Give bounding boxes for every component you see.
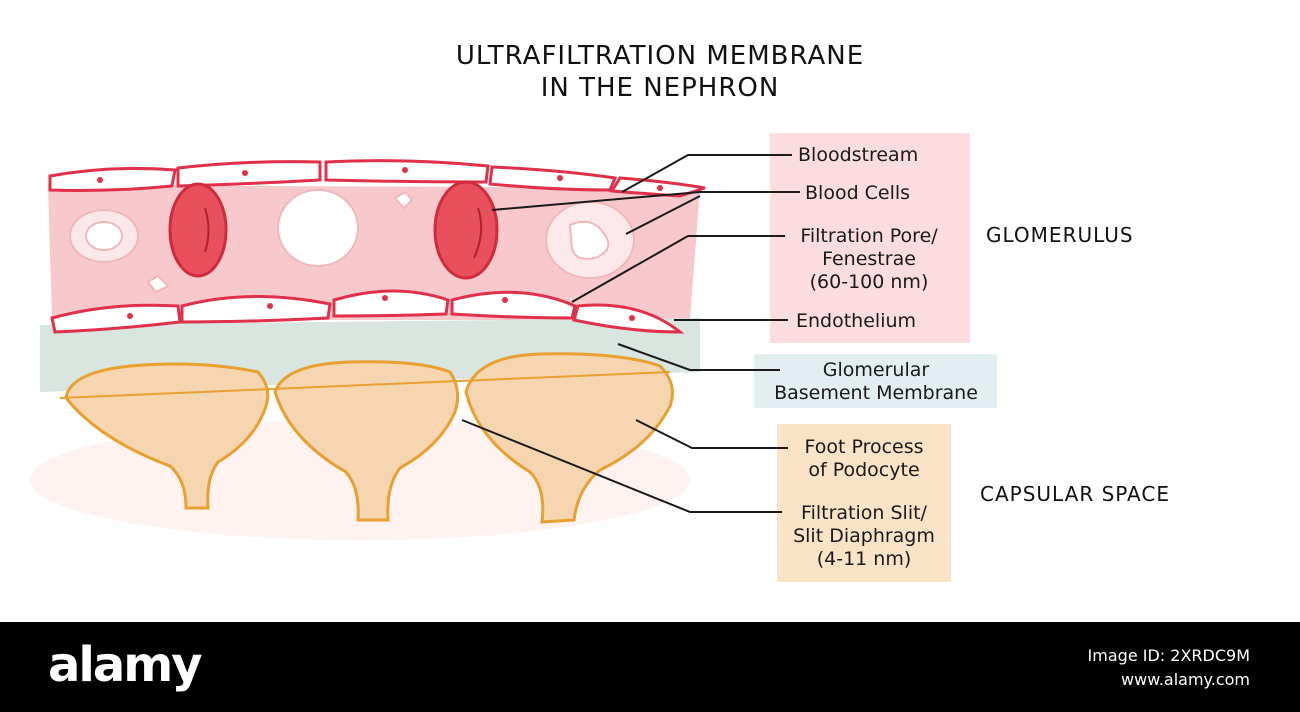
label-bloodstream: Bloodstream bbox=[798, 144, 919, 166]
region-glomerulus: GLOMERULUS bbox=[986, 223, 1134, 247]
title-line-2: IN THE NEPHRON bbox=[540, 73, 780, 103]
label-glomerular-basement-membrane: Glomerular Basement Membrane bbox=[756, 359, 996, 405]
label-foot-process: Foot Process of Podocyte bbox=[779, 436, 949, 482]
label-filtration-slit-line-2: Slit Diaphragm bbox=[793, 525, 935, 547]
capsular-label-box bbox=[777, 424, 951, 582]
region-capsular-space: CAPSULAR SPACE bbox=[980, 482, 1170, 506]
label-filtration-pore: Filtration Pore/ Fenestrae (60-100 nm) bbox=[784, 225, 954, 294]
diagram-title: ULTRAFILTRATION MEMBRANE IN THE NEPHRON bbox=[340, 40, 980, 104]
endothelium-bottom bbox=[50, 289, 685, 334]
gbm-label-box bbox=[754, 354, 997, 408]
glomerulus-label-box bbox=[770, 133, 970, 343]
label-gbm-line-1: Glomerular bbox=[822, 359, 930, 381]
red-blood-cells bbox=[168, 180, 499, 280]
label-filtration-pore-line-2: Fenestrae bbox=[822, 248, 916, 270]
label-filtration-slit-line-1: Filtration Slit/ bbox=[801, 502, 927, 524]
label-blood-cells: Blood Cells bbox=[805, 182, 911, 204]
label-gbm-line-2: Basement Membrane bbox=[774, 382, 978, 404]
label-endothelium: Endothelium bbox=[796, 310, 917, 332]
label-filtration-slit-line-3: (4-11 nm) bbox=[816, 548, 912, 570]
label-filtration-pore-line-3: (60-100 nm) bbox=[809, 271, 929, 293]
label-filtration-pore-line-1: Filtration Pore/ bbox=[800, 225, 938, 247]
endothelium-top-nuclei bbox=[97, 167, 663, 191]
watermark-brand-logo: alamy bbox=[48, 637, 203, 693]
label-filtration-slit: Filtration Slit/ Slit Diaphragm (4-11 nm… bbox=[779, 502, 949, 571]
nephron-membrane-illustration bbox=[30, 154, 800, 540]
watermark-image-id: Image ID: 2XRDC9M bbox=[1087, 646, 1250, 665]
podocyte-foot-processes bbox=[64, 352, 674, 524]
diagram-canvas: ULTRAFILTRATION MEMBRANE IN THE NEPHRON … bbox=[30, 40, 1170, 582]
endothelium-bottom-nuclei bbox=[127, 295, 635, 321]
watermark-footer bbox=[0, 622, 1300, 712]
label-foot-process-line-2: of Podocyte bbox=[808, 459, 920, 481]
white-blood-cells bbox=[69, 189, 635, 294]
title-line-1: ULTRAFILTRATION MEMBRANE bbox=[455, 41, 865, 71]
watermark-site: www.alamy.com bbox=[1121, 670, 1250, 689]
label-foot-process-line-1: Foot Process bbox=[804, 436, 924, 458]
slit-diaphragm-line bbox=[59, 371, 671, 399]
leader-lines bbox=[461, 154, 800, 513]
